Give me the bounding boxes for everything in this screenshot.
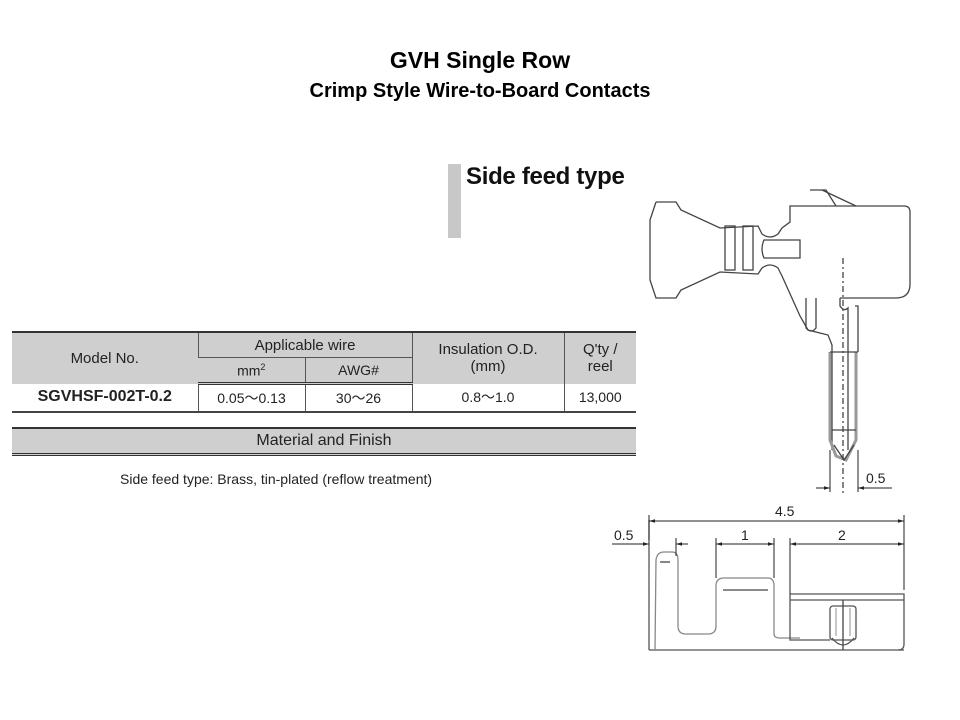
spec-table: Model No. Applicable wire Insulation O.D… [12, 331, 637, 413]
header-mm2: mm2 [198, 357, 305, 385]
side-view-drawing [649, 189, 911, 495]
cell-model: SGVHSF-002T-0.2 [12, 383, 198, 413]
top-view-dimensions [612, 515, 905, 594]
header-qty: Q'ty /reel [563, 331, 637, 384]
table-row: SGVHSF-002T-0.2 0.05～0.13 30～26 0.8～1.0 … [12, 383, 637, 413]
dim-contact-section: 2 [838, 527, 846, 543]
cell-insulation: 0.8～1.0 [411, 383, 565, 413]
header-insulation: Insulation O.D.(mm) [411, 331, 565, 384]
cell-awg: 30～26 [304, 383, 413, 413]
header-awg: AWG# [304, 357, 413, 385]
dim-left-offset: 0.5 [614, 527, 634, 543]
dim-wire-barrel: 1 [741, 527, 749, 543]
header-applicable-wire: Applicable wire [197, 331, 413, 358]
page-subtitle: Crimp Style Wire-to-Board Contacts [309, 80, 651, 102]
dim-total-length: 4.5 [775, 503, 795, 519]
header-model: Model No. [12, 331, 198, 384]
dim-pin-width: 0.5 [866, 470, 886, 486]
material-finish-heading: Material and Finish [12, 427, 636, 456]
side-view-dimension [816, 450, 892, 492]
page-title: GVH Single Row [389, 47, 571, 73]
top-view-drawing [648, 520, 905, 651]
section-accent-bar [448, 164, 461, 238]
material-finish-text: Side feed type: Brass, tin-plated (reflo… [120, 471, 433, 487]
section-heading: Side feed type [466, 163, 625, 190]
cell-qty: 13,000 [563, 383, 637, 413]
cell-mm2: 0.05～0.13 [197, 383, 305, 413]
